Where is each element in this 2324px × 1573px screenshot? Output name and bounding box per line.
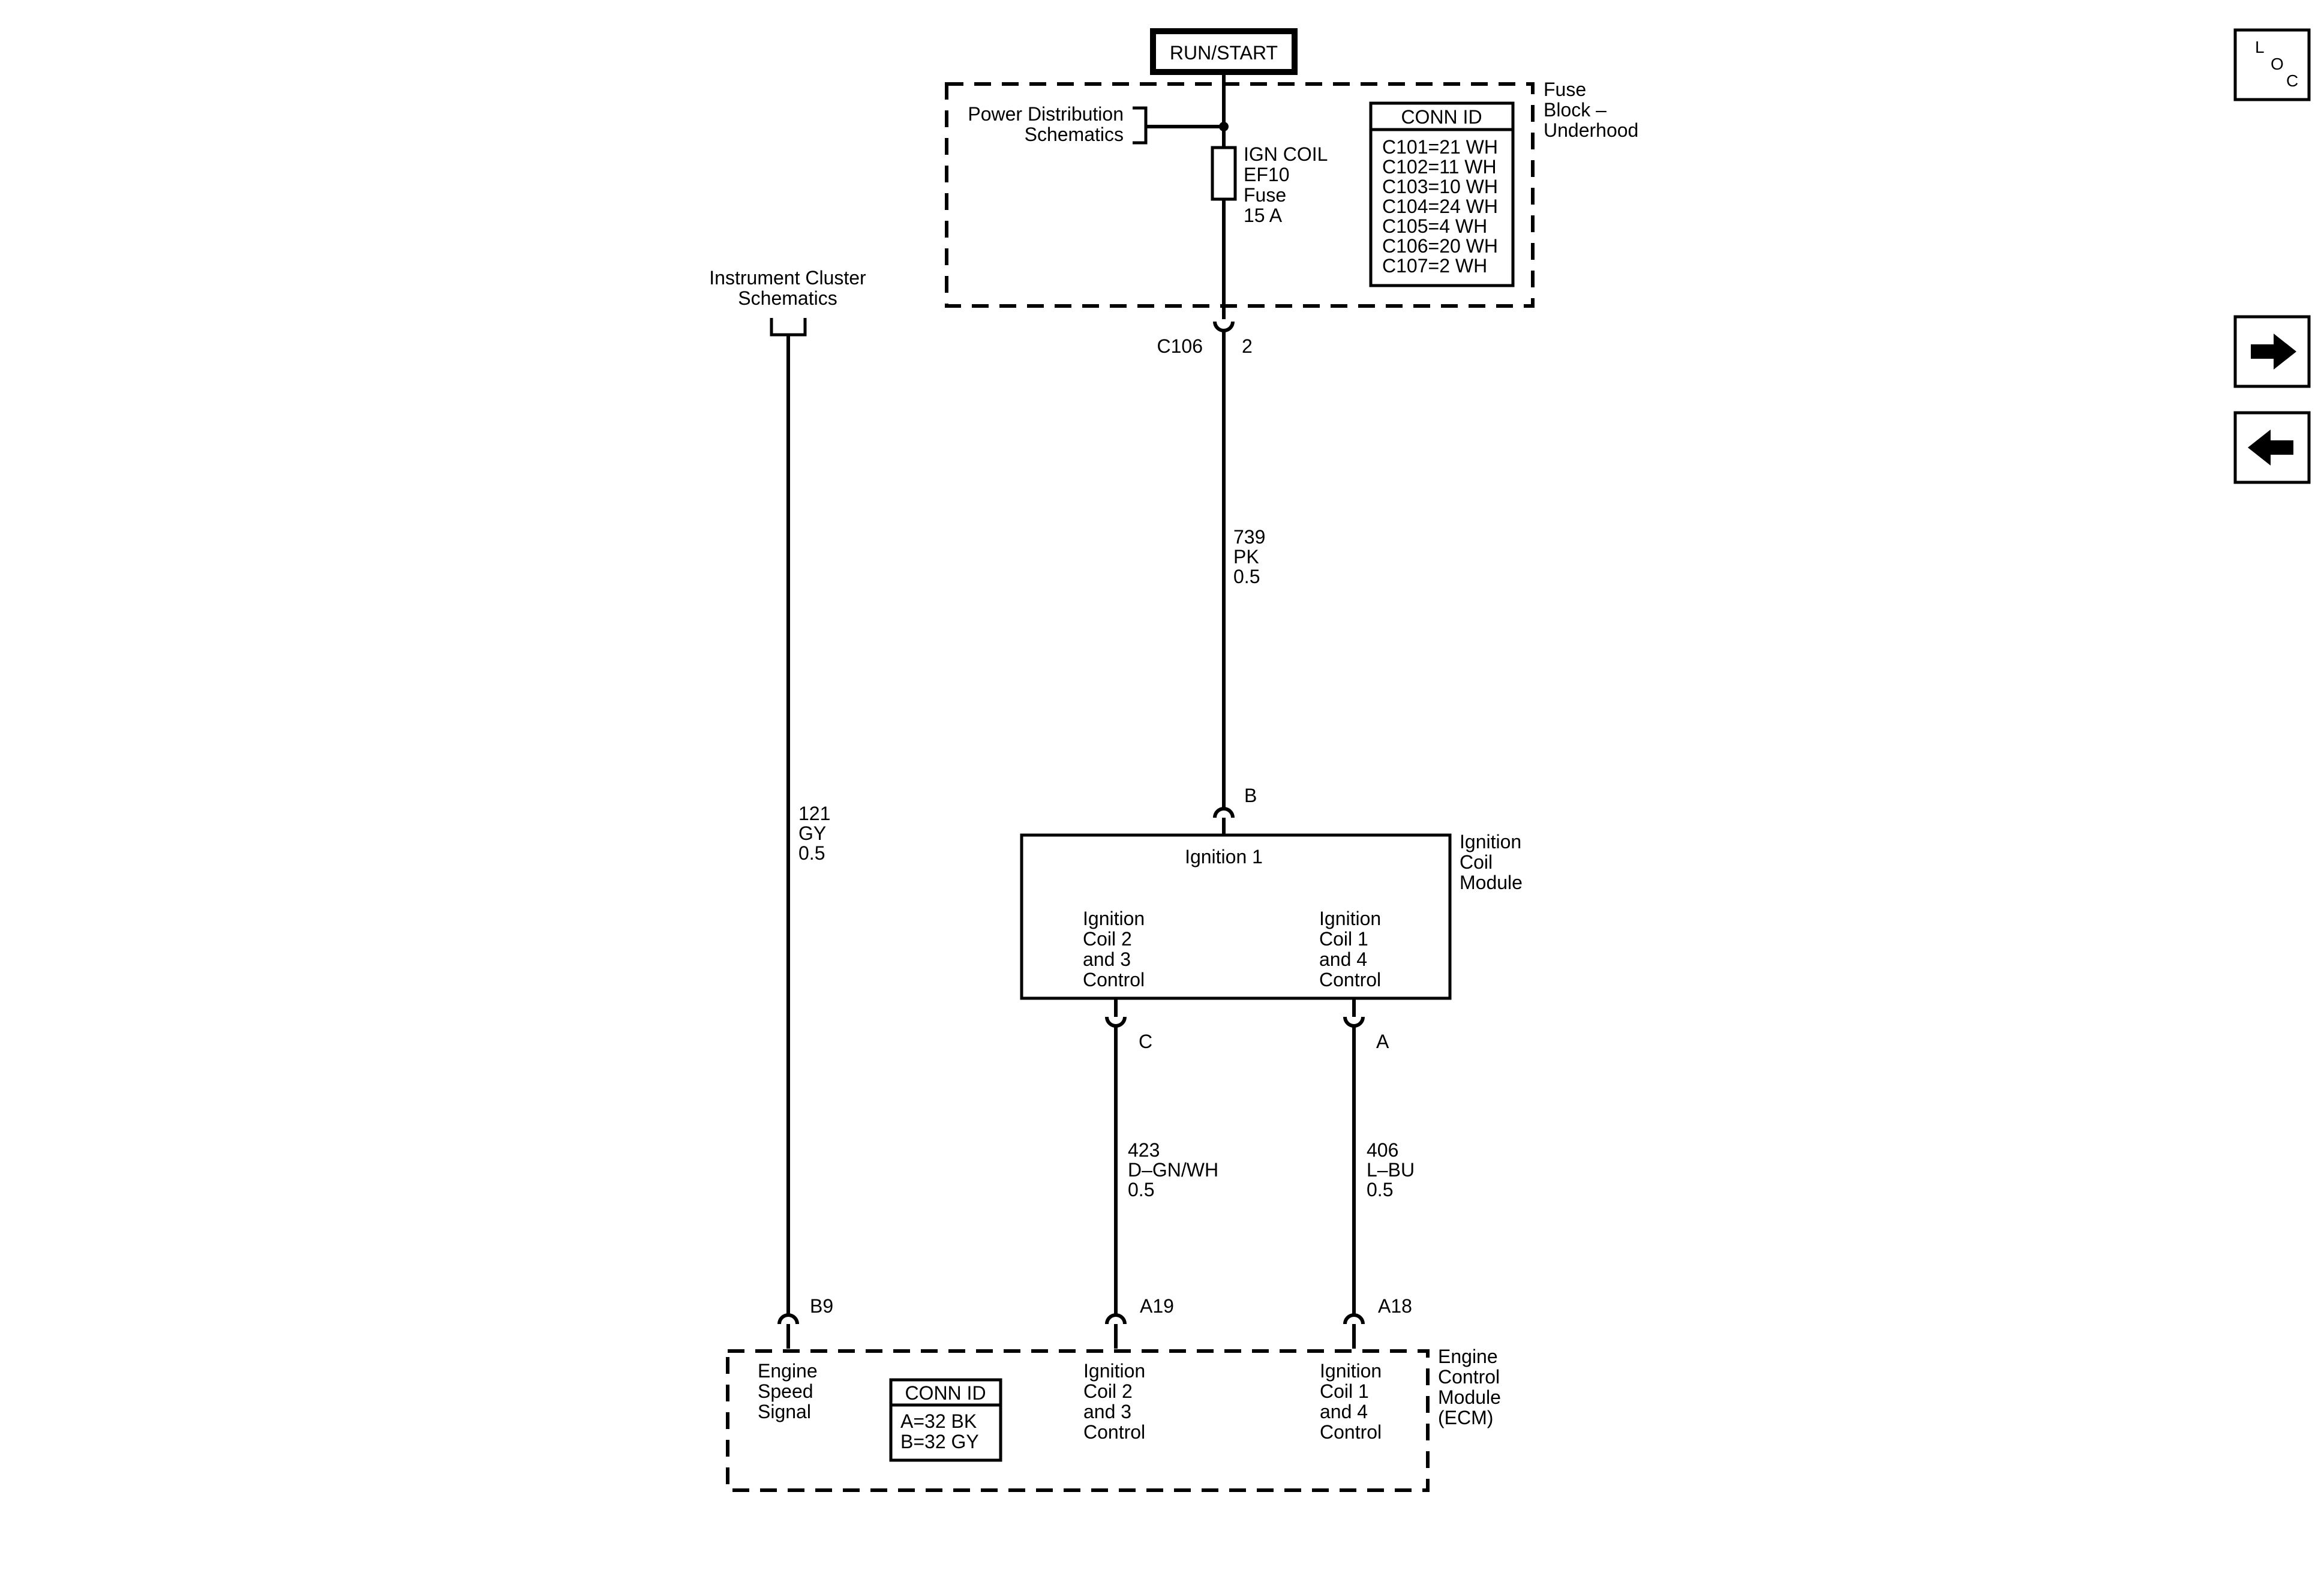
pin-a-label: A bbox=[1376, 1031, 1389, 1052]
forward-button[interactable] bbox=[2233, 315, 2311, 388]
wire-color: L–BU bbox=[1367, 1159, 1415, 1181]
ecm-coil-14-label-4: Control bbox=[1320, 1421, 1382, 1443]
fuse-block-title-1: Fuse bbox=[1544, 79, 1586, 100]
fuse-label-2: EF10 bbox=[1244, 164, 1289, 185]
pin-b-label: B bbox=[1244, 785, 1257, 806]
instrument-cluster-label-2: Schematics bbox=[738, 287, 837, 309]
conn-id-row: C103=10 WH bbox=[1382, 176, 1498, 197]
arrow-right-icon bbox=[2251, 334, 2296, 370]
ecm-coil-14-label-1: Ignition bbox=[1320, 1360, 1382, 1382]
wire-color: D–GN/WH bbox=[1128, 1159, 1218, 1181]
ecm-pin-a18: A18 bbox=[1343, 1295, 1412, 1349]
instrument-cluster-label-1: Instrument Cluster bbox=[709, 267, 866, 289]
run-start-label: RUN/START bbox=[1170, 42, 1278, 64]
wire-739-label: 739 PK 0.5 bbox=[1233, 526, 1265, 587]
conn-id-row: C102=11 WH bbox=[1382, 156, 1497, 178]
ignition-coil-module-pin-a: A bbox=[1343, 998, 1389, 1052]
pin-a19-label: A19 bbox=[1140, 1295, 1174, 1317]
coil-23-label-2: Coil 2 bbox=[1083, 928, 1132, 950]
ecm-coil-23-label-2: Coil 2 bbox=[1083, 1380, 1133, 1402]
wire-circuit-number: 739 bbox=[1233, 526, 1265, 548]
wire-circuit-number: 121 bbox=[798, 803, 830, 824]
ecm-conn-id-header: CONN ID bbox=[905, 1382, 986, 1404]
loc-letter-c: C bbox=[2286, 71, 2298, 90]
ecm-coil-23-label-1: Ignition bbox=[1083, 1360, 1145, 1382]
ecm-pin-a19: A19 bbox=[1105, 1295, 1174, 1349]
fuse-label-3: Fuse bbox=[1244, 184, 1286, 206]
wire-gauge: 0.5 bbox=[798, 842, 825, 864]
fuse-block-title-3: Underhood bbox=[1544, 119, 1638, 141]
conn-id-row: C101=21 WH bbox=[1382, 136, 1498, 158]
ecm-conn-id-table: CONN ID A=32 BK B=32 GY bbox=[889, 1378, 1002, 1462]
wire-color: GY bbox=[798, 822, 826, 844]
pin-c-label: C bbox=[1139, 1031, 1152, 1052]
ecm-pin-b9: B9 bbox=[777, 1295, 833, 1349]
fuse-block-title-2: Block – bbox=[1544, 99, 1607, 121]
conn-id-header: CONN ID bbox=[1401, 106, 1482, 128]
conn-id-row: C104=24 WH bbox=[1382, 196, 1498, 217]
pin-a18-label: A18 bbox=[1378, 1295, 1412, 1317]
coil-23-label-3: and 3 bbox=[1083, 948, 1131, 970]
ecm-title-1: Engine bbox=[1438, 1346, 1498, 1367]
ignition1-label: Ignition 1 bbox=[1185, 846, 1263, 867]
coil-14-label-2: Coil 1 bbox=[1319, 928, 1368, 950]
run-start-source: RUN/START bbox=[1150, 28, 1298, 75]
arrow-left-icon bbox=[2248, 430, 2293, 466]
coil-14-label-4: Control bbox=[1319, 969, 1381, 990]
ecm-title-3: Module bbox=[1438, 1386, 1501, 1408]
module-title-1: Ignition bbox=[1460, 831, 1521, 852]
pin-b9-label: B9 bbox=[810, 1295, 833, 1317]
ecm-conn-id-row: A=32 BK bbox=[900, 1410, 977, 1432]
ignition-coil-module-pin-c: C bbox=[1105, 998, 1152, 1052]
fuse-block-conn-id-table: CONN ID C101=21 WH C102=11 WH C103=10 WH… bbox=[1369, 101, 1515, 287]
engine-speed-label-3: Signal bbox=[758, 1401, 811, 1422]
wire-423-label: 423 D–GN/WH 0.5 bbox=[1128, 1139, 1218, 1200]
c106-connector: C106 2 bbox=[1157, 321, 1253, 357]
ecm-coil-14-label-3: and 4 bbox=[1320, 1401, 1368, 1422]
ecm-title-2: Control bbox=[1438, 1366, 1500, 1388]
fuse-label-1: IGN COIL bbox=[1244, 143, 1328, 165]
conn-id-row: C107=2 WH bbox=[1382, 255, 1487, 277]
instrument-cluster-ref[interactable]: Instrument Cluster Schematics bbox=[709, 267, 866, 337]
engine-speed-label-2: Speed bbox=[758, 1380, 813, 1402]
wire-color: PK bbox=[1233, 546, 1259, 568]
engine-control-module: Engine Control Module (ECM) Engine Speed… bbox=[726, 1346, 1501, 1492]
ecm-coil-23-label-3: and 3 bbox=[1083, 1401, 1131, 1422]
wire-gauge: 0.5 bbox=[1128, 1179, 1154, 1200]
c106-pin-label: 2 bbox=[1242, 335, 1253, 357]
coil-14-label-1: Ignition bbox=[1319, 908, 1381, 929]
c106-label: C106 bbox=[1157, 335, 1203, 357]
coil-14-label-3: and 4 bbox=[1319, 948, 1367, 970]
power-dist-label-2: Schematics bbox=[1025, 124, 1124, 145]
loc-button[interactable]: L O C bbox=[2233, 28, 2311, 101]
wire-circuit-number: 406 bbox=[1367, 1139, 1398, 1161]
ecm-conn-id-row: B=32 GY bbox=[900, 1431, 979, 1452]
ecm-title-4: (ECM) bbox=[1438, 1407, 1493, 1428]
ignition-coil-module: Ignition 1 Ignition Coil Module Ignition… bbox=[1020, 831, 1523, 1000]
power-dist-label-1: Power Distribution bbox=[968, 103, 1124, 125]
fuse-label-4: 15 A bbox=[1244, 205, 1283, 226]
loc-letter-l: L bbox=[2255, 38, 2265, 56]
coil-23-label-1: Ignition bbox=[1083, 908, 1145, 929]
wire-gauge: 0.5 bbox=[1367, 1179, 1393, 1200]
ign-coil-fuse: IGN COIL EF10 Fuse 15 A bbox=[1211, 143, 1328, 226]
conn-id-row: C105=4 WH bbox=[1382, 215, 1487, 237]
fuse-block-underhood: Fuse Block – Underhood Power Distributio… bbox=[945, 79, 1638, 308]
engine-speed-label-1: Engine bbox=[758, 1360, 818, 1382]
coil-23-label-4: Control bbox=[1083, 969, 1145, 990]
power-distribution-ref[interactable]: Power Distribution Schematics bbox=[968, 103, 1229, 145]
wire-circuit-number: 423 bbox=[1128, 1139, 1160, 1161]
wire-121-label: 121 GY 0.5 bbox=[798, 803, 830, 864]
conn-id-row: C106=20 WH bbox=[1382, 235, 1498, 257]
loc-letter-o: O bbox=[2271, 55, 2284, 73]
ignition-coil-module-pin-b: B bbox=[1213, 785, 1257, 835]
ecm-coil-14-label-2: Coil 1 bbox=[1320, 1380, 1369, 1402]
back-button[interactable] bbox=[2233, 411, 2311, 484]
wire-gauge: 0.5 bbox=[1233, 566, 1260, 587]
module-title-3: Module bbox=[1460, 872, 1523, 893]
module-title-2: Coil bbox=[1460, 851, 1493, 873]
ecm-coil-23-label-4: Control bbox=[1083, 1421, 1145, 1443]
wire-406-label: 406 L–BU 0.5 bbox=[1367, 1139, 1415, 1200]
